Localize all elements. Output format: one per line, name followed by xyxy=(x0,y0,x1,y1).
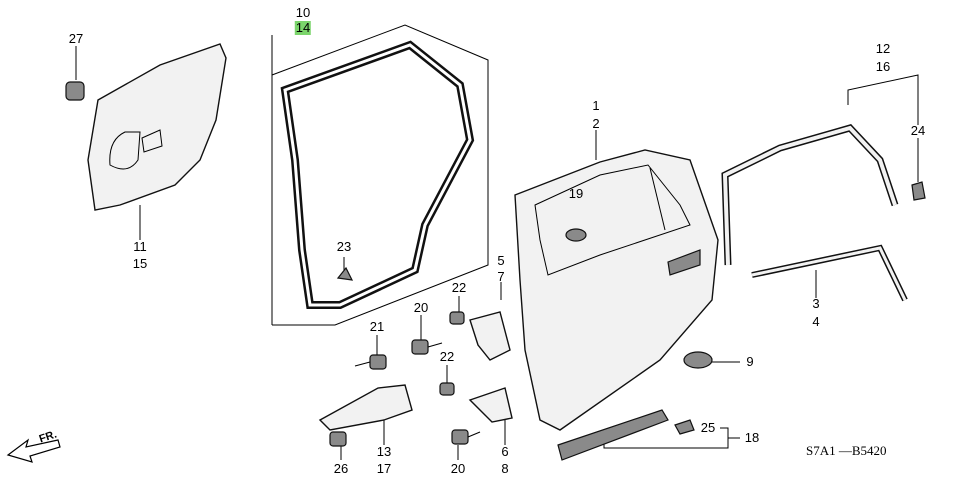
callout-27: 27 xyxy=(68,31,84,46)
door-checker-part xyxy=(318,384,413,431)
callout-26: 26 xyxy=(333,461,349,476)
bolt-part xyxy=(354,354,387,370)
door-weatherstrip-part xyxy=(280,40,475,309)
upper-hinge-part xyxy=(469,311,511,361)
callout-24: 24 xyxy=(910,123,926,138)
splash-shield-part xyxy=(87,43,227,211)
callout-13: 13 xyxy=(376,444,392,459)
callout-7: 7 xyxy=(497,269,505,284)
callout-16: 16 xyxy=(875,59,891,74)
callout-25: 25 xyxy=(700,420,716,435)
nut-part xyxy=(449,311,465,325)
sill-garnish-part xyxy=(557,409,669,461)
callout-4: 4 xyxy=(812,314,820,329)
lower-hinge-part xyxy=(468,387,513,423)
callout-21: 21 xyxy=(369,319,385,334)
bolt-part xyxy=(451,429,481,445)
callout-11: 11 xyxy=(133,239,147,254)
nut-part xyxy=(439,382,455,396)
door-stop-part xyxy=(683,351,713,369)
callout-1: 1 xyxy=(592,98,600,113)
callout-20-upper: 20 xyxy=(413,300,429,315)
grommet-part xyxy=(565,228,587,242)
callout-22-lower: 22 xyxy=(439,349,455,364)
front-arrow-icon xyxy=(6,438,61,463)
bolt-part xyxy=(329,431,347,447)
callout-22-upper: 22 xyxy=(451,280,467,295)
callout-12: 12 xyxy=(875,41,891,56)
callout-17: 17 xyxy=(376,461,392,476)
diagram-code: S7A1 —B5420 xyxy=(806,443,887,458)
callout-9: 9 xyxy=(746,354,754,369)
callout-15: 15 xyxy=(132,256,148,271)
callout-14-highlighted[interactable]: 14 xyxy=(294,20,312,35)
callout-6: 6 xyxy=(501,444,509,459)
callout-3: 3 xyxy=(812,296,820,311)
bolt-part xyxy=(411,339,443,355)
callout-8: 8 xyxy=(501,461,509,476)
belt-molding-part xyxy=(751,244,908,302)
callout-10: 10 xyxy=(295,5,311,20)
callout-18: 18 xyxy=(744,430,760,445)
rear-door-panel-part xyxy=(514,149,719,431)
callout-20-lower: 20 xyxy=(450,461,466,476)
callout-5: 5 xyxy=(497,253,505,268)
callout-19: 19 xyxy=(568,186,584,201)
clip-part xyxy=(65,81,85,101)
callout-2: 2 xyxy=(592,116,600,131)
callout-23: 23 xyxy=(336,239,352,254)
